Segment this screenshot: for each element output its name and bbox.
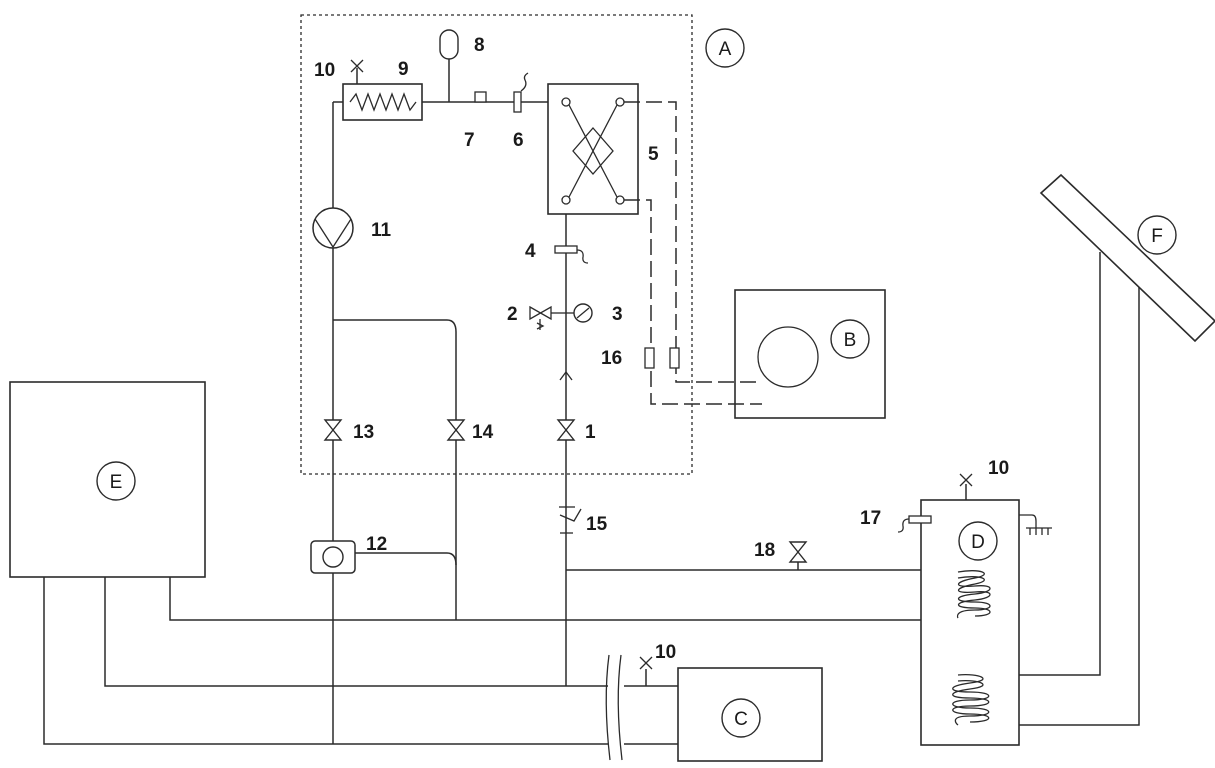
air-vent-10-top-icon bbox=[350, 59, 364, 84]
label-14: 14 bbox=[472, 422, 494, 443]
label-9: 9 bbox=[398, 59, 409, 80]
unit-f-label: F bbox=[1151, 226, 1163, 247]
heat-exchanger-5 bbox=[547, 83, 762, 405]
label-5: 5 bbox=[648, 144, 659, 165]
label-10-c: 10 bbox=[655, 642, 676, 663]
label-16: 16 bbox=[601, 348, 622, 369]
unit-e-label: E bbox=[110, 472, 123, 493]
label-17: 17 bbox=[860, 508, 881, 529]
label-12: 12 bbox=[366, 534, 387, 555]
label-11: 11 bbox=[371, 220, 392, 241]
air-vent-10-d-icon bbox=[959, 473, 973, 487]
label-13: 13 bbox=[353, 422, 374, 443]
unit-c-label: C bbox=[734, 709, 748, 730]
flow-switch-16-icon bbox=[644, 347, 680, 369]
label-8: 8 bbox=[474, 35, 485, 56]
label-10-d: 10 bbox=[988, 458, 1009, 479]
label-10-top: 10 bbox=[314, 60, 335, 81]
pipe-network bbox=[43, 59, 1140, 745]
sensor-4-icon bbox=[554, 245, 589, 264]
valve-14-icon bbox=[446, 419, 466, 441]
heater-9-icon bbox=[342, 83, 423, 121]
label-6: 6 bbox=[513, 130, 524, 151]
unit-b-label: B bbox=[844, 330, 857, 351]
pipe-break-symbol bbox=[605, 654, 624, 761]
component-12-icon bbox=[310, 540, 356, 574]
sensor-17-icon bbox=[897, 515, 932, 533]
label-4: 4 bbox=[525, 241, 536, 262]
sensor-6-icon bbox=[513, 72, 529, 113]
solar-collector bbox=[1039, 173, 1215, 343]
unit-a-label: A bbox=[719, 39, 732, 60]
label-7: 7 bbox=[464, 130, 475, 151]
pump-11-icon bbox=[312, 207, 354, 249]
label-2: 2 bbox=[507, 304, 518, 325]
shower-outlet-icon bbox=[1019, 514, 1052, 535]
label-18: 18 bbox=[754, 540, 775, 561]
upper-coil bbox=[956, 570, 991, 619]
label-3: 3 bbox=[612, 304, 623, 325]
label-1: 1 bbox=[585, 422, 596, 443]
air-vent-10-c-icon bbox=[639, 656, 653, 670]
sensor-7-icon bbox=[474, 91, 487, 103]
expansion-vessel-8-icon bbox=[439, 29, 459, 60]
unit-d-label: D bbox=[971, 532, 985, 553]
valve-1-icon bbox=[556, 419, 576, 441]
valve-18-icon bbox=[788, 541, 808, 570]
unit-a-boundary bbox=[300, 14, 693, 475]
pressure-gauge-3-icon bbox=[566, 303, 593, 323]
filter-15-icon bbox=[559, 506, 582, 534]
label-15: 15 bbox=[586, 514, 608, 535]
flow-arrow-icon bbox=[559, 370, 573, 381]
safety-valve-2-icon bbox=[529, 305, 566, 330]
valve-13-icon bbox=[323, 419, 343, 441]
lower-coil bbox=[952, 673, 990, 726]
